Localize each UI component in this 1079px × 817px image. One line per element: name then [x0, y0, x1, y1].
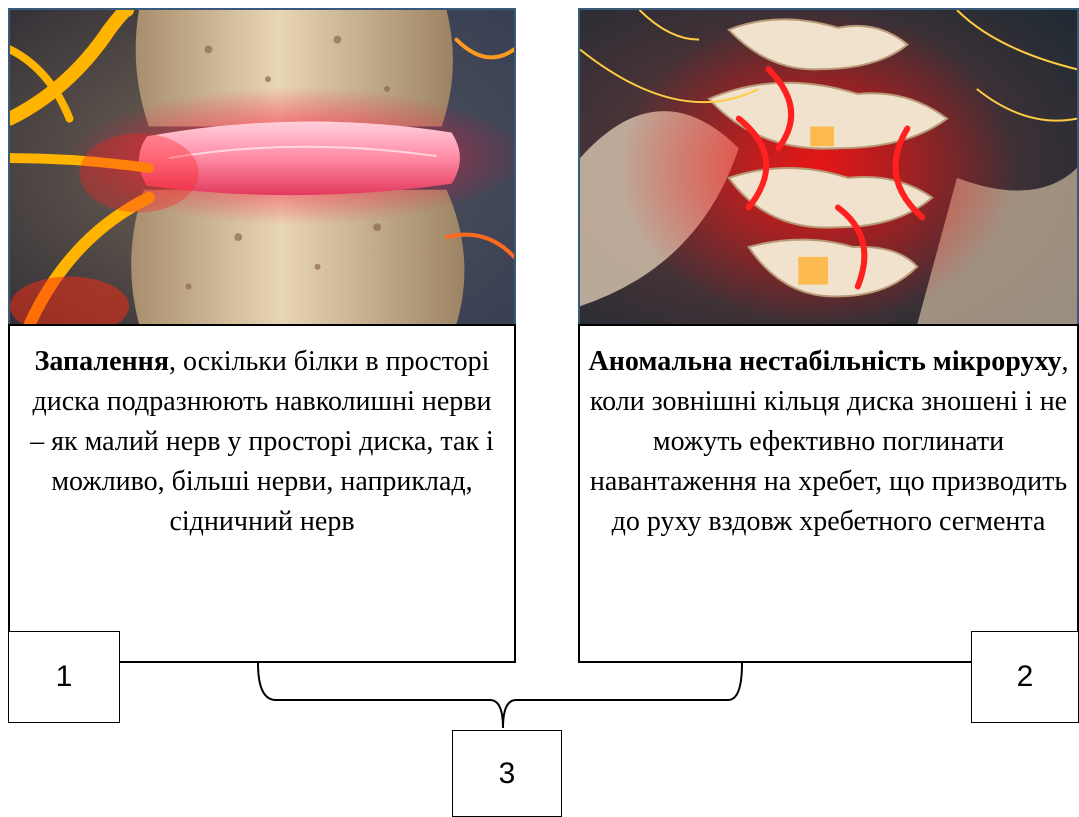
spine-instability-image: [578, 8, 1079, 326]
label-box-3: 3: [452, 730, 562, 817]
label-1: 1: [56, 660, 73, 694]
inflamed-disc-illustration: [10, 10, 514, 324]
label-box-2: 2: [971, 631, 1079, 723]
label-3: 3: [499, 757, 516, 791]
instability-caption: Аномальна нестабільність мікроруху, коли…: [578, 324, 1079, 663]
label-2: 2: [1017, 660, 1034, 694]
inflamed-vertebrae-illustration: [580, 10, 1077, 324]
inflammation-caption: Запалення, оскільки білки в просторі дис…: [8, 324, 516, 663]
instability-title: Аномальна нестабільність мікроруху: [589, 346, 1062, 377]
label-box-1: 1: [8, 631, 120, 723]
disc-inflammation-image: [8, 8, 516, 326]
inflammation-title: Запалення: [35, 346, 169, 377]
